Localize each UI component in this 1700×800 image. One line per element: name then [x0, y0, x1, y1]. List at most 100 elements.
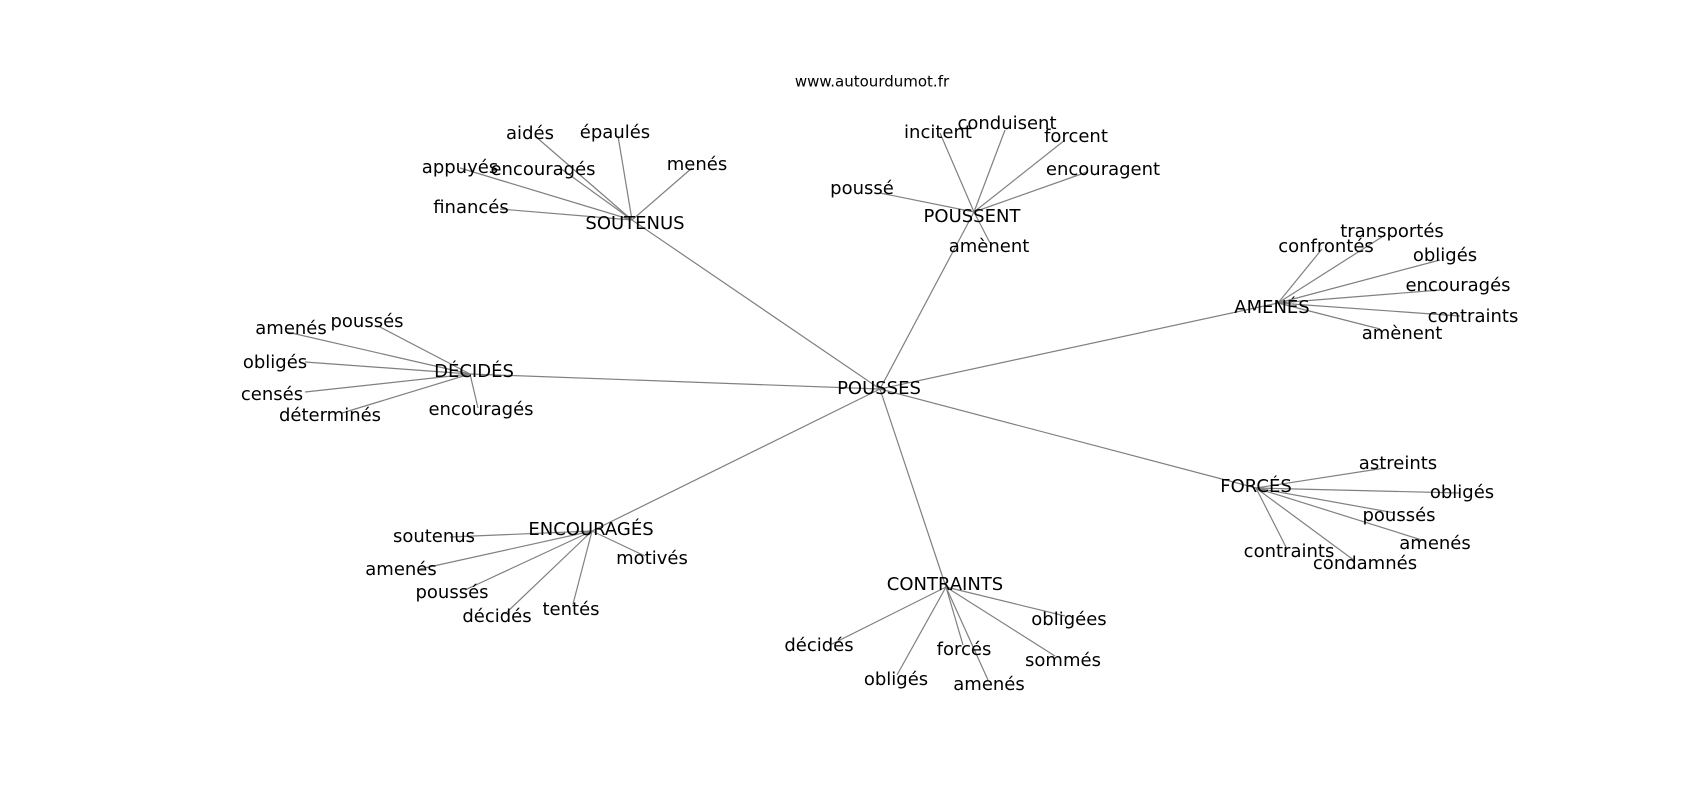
edge-decides-censes [304, 373, 471, 393]
edge-soutenus-menes [631, 167, 693, 221]
leaf-node-contraints-obligees[interactable]: obligées [1031, 609, 1106, 630]
edge-forces-condamnes [1255, 487, 1356, 562]
leaf-node-contraints-obliges[interactable]: obligés [864, 669, 928, 690]
edge-root-forces [879, 388, 1257, 489]
edge-poussent-incitent [939, 132, 975, 213]
leaf-node-forces-amenes[interactable]: amenés [1399, 533, 1471, 554]
leaf-node-amenes-obliges[interactable]: obligés [1413, 245, 1477, 266]
hub-node-forces[interactable]: FORCÉS [1220, 475, 1292, 497]
edge-encourages-motives [591, 530, 646, 557]
leaf-node-encourages-motives[interactable]: motivés [616, 548, 688, 569]
edge-contraints-decides [829, 586, 947, 646]
leaf-node-decides-censes[interactable]: censés [241, 384, 303, 405]
edge-encourages-pousses [464, 530, 593, 591]
leaf-node-forces-pousses[interactable]: poussés [1362, 505, 1435, 526]
edge-amenes-amenent [1277, 302, 1381, 330]
edge-amenes-obliges [1277, 259, 1441, 304]
edge-contraints-obligees [945, 586, 1066, 617]
edge-encourages-decides [504, 530, 593, 615]
leaf-node-forces-contraints[interactable]: contraints [1244, 541, 1335, 562]
edge-root-soutenus [631, 219, 881, 390]
leaf-node-soutenus-encourages[interactable]: encouragés [490, 159, 595, 180]
leaf-node-encourages-decides[interactable]: décidés [462, 606, 531, 627]
edge-contraints-amenes [945, 586, 989, 681]
leaf-node-soutenus-finances[interactable]: financés [433, 197, 509, 218]
hub-node-poussent[interactable]: POUSSENT [924, 206, 1022, 227]
edge-soutenus-aides [534, 135, 633, 221]
edge-encourages-tentes [572, 530, 593, 605]
leaf-node-decides-encourages[interactable]: encouragés [428, 399, 533, 420]
edge-contraints-obliges [896, 586, 947, 676]
leaf-node-poussent-amenent[interactable]: amènent [949, 236, 1030, 257]
leaf-node-decides-determines[interactable]: déterminés [279, 405, 381, 426]
edge-soutenus-epaules [617, 135, 633, 221]
edge-decides-amenes [286, 331, 471, 375]
leaf-node-decides-amenes[interactable]: amenés [255, 318, 327, 339]
root-node-label[interactable]: POUSSES [837, 378, 921, 399]
leaf-node-poussent-incitent[interactable]: incitent [904, 122, 972, 143]
edge-forces-astreints [1255, 467, 1386, 489]
edge-decides-pousses [377, 325, 471, 375]
leaf-node-decides-pousses[interactable]: poussés [330, 311, 403, 332]
edge-poussent-pousse [879, 192, 975, 213]
edge-soutenus-encourages [559, 167, 633, 221]
hub-node-contraints[interactable]: CONTRAINTS [887, 574, 1003, 595]
edge-forces-amenes [1255, 487, 1426, 542]
leaf-node-contraints-sommes[interactable]: sommés [1025, 650, 1101, 671]
edge-poussent-amenent [973, 211, 991, 244]
edge-poussent-forcent [973, 139, 1066, 213]
leaf-node-poussent-conduisent[interactable]: conduisent [957, 113, 1056, 134]
edge-soutenus-finances [499, 208, 633, 221]
edge-root-decides [469, 373, 881, 390]
hub-node-encourages[interactable]: ENCOURAGÉS [528, 518, 653, 540]
edge-root-poussent [879, 211, 975, 390]
leaf-node-poussent-encouragent[interactable]: encouragent [1046, 159, 1160, 180]
edges-layer [286, 129, 1461, 681]
edge-amenes-encourages [1277, 289, 1441, 304]
leaf-node-amenes-contraints[interactable]: contraints [1428, 306, 1519, 327]
edge-forces-obliges [1255, 487, 1461, 494]
leaf-node-encourages-amenes[interactable]: amenés [365, 559, 437, 580]
leaf-node-contraints-amenes[interactable]: amenés [953, 674, 1025, 695]
leaf-node-amenes-transportes[interactable]: transportés [1340, 221, 1444, 242]
edge-encourages-soutenus [449, 530, 593, 538]
edge-poussent-conduisent [973, 129, 1006, 213]
leaf-node-encourages-soutenus[interactable]: soutenus [393, 526, 475, 547]
leaf-node-contraints-forces[interactable]: forcés [937, 639, 992, 660]
edge-root-encourages [591, 388, 881, 532]
edge-poussent-encouragent [973, 171, 1088, 213]
edge-forces-contraints [1255, 487, 1288, 550]
leaf-node-soutenus-aides[interactable]: aidés [506, 123, 554, 144]
leaf-node-encourages-tentes[interactable]: tentés [542, 599, 599, 620]
leaf-node-forces-obliges[interactable]: obligés [1430, 482, 1494, 503]
leaf-node-poussent-forcent[interactable]: forcent [1044, 126, 1108, 147]
leaf-node-soutenus-epaules[interactable]: épaulés [580, 122, 650, 143]
leaf-node-contraints-decides[interactable]: décidés [784, 635, 853, 656]
edge-soutenus-appuyes [459, 167, 633, 221]
leaf-node-forces-astreints[interactable]: astreints [1359, 453, 1437, 474]
edge-contraints-forces [945, 586, 964, 646]
edge-decides-encourages [469, 373, 479, 409]
leaf-node-decides-obliges[interactable]: obligés [243, 352, 307, 373]
leaf-node-amenes-amenent[interactable]: amènent [1362, 323, 1443, 344]
leaf-node-soutenus-appuyes[interactable]: appuyés [422, 157, 498, 178]
hub-node-decides[interactable]: DÉCIDÉS [434, 360, 514, 382]
edge-amenes-confrontes [1277, 248, 1323, 304]
edge-amenes-contraints [1277, 302, 1461, 317]
leaf-node-poussent-pousse[interactable]: poussé [830, 178, 894, 199]
hub-node-soutenus[interactable]: SOUTENUS [585, 213, 684, 234]
edge-decides-obliges [304, 361, 471, 375]
edge-decides-determines [341, 373, 471, 414]
leaf-node-amenes-encourages[interactable]: encouragés [1405, 275, 1510, 296]
edge-amenes-transportes [1277, 234, 1386, 304]
leaf-node-soutenus-menes[interactable]: menés [667, 154, 727, 175]
leaf-node-encourages-pousses[interactable]: poussés [415, 582, 488, 603]
source-watermark: www.autourdumot.fr [795, 73, 950, 91]
leaf-node-amenes-confrontes[interactable]: confrontés [1278, 236, 1374, 257]
hub-node-amenes[interactable]: AMENÉS [1234, 296, 1309, 318]
leaf-node-forces-condamnes[interactable]: condamnés [1313, 553, 1417, 574]
edge-forces-pousses [1255, 487, 1396, 514]
edge-root-contraints [879, 388, 947, 588]
